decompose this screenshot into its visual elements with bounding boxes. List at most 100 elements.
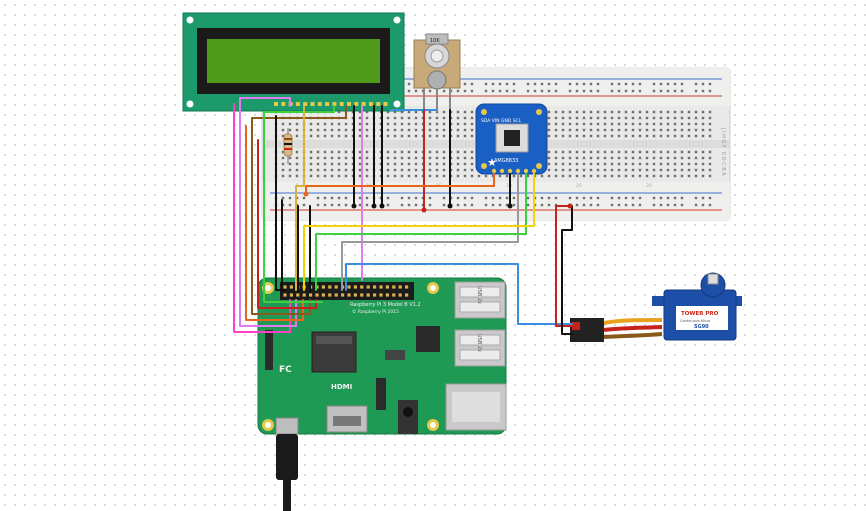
breadboard-hole bbox=[547, 128, 551, 132]
breadboard-hole bbox=[337, 128, 341, 132]
breadboard-hole bbox=[624, 82, 628, 86]
breadboard-hole bbox=[561, 168, 565, 172]
breadboard-hole bbox=[330, 122, 334, 126]
breadboard-hole bbox=[414, 128, 418, 132]
breadboard-hole bbox=[701, 82, 705, 86]
breadboard-hole bbox=[386, 134, 390, 138]
breadboard-hole bbox=[358, 128, 362, 132]
breadboard-hole bbox=[624, 156, 628, 160]
breadboard-hole bbox=[554, 162, 558, 166]
breadboard-hole bbox=[330, 196, 334, 200]
breadboard-hole bbox=[358, 196, 362, 200]
breadboard-hole bbox=[701, 150, 705, 154]
breadboard-hole bbox=[505, 196, 509, 200]
breadboard-hole bbox=[470, 128, 474, 132]
breadboard-hole bbox=[645, 168, 649, 172]
breadboard-hole bbox=[295, 162, 299, 166]
breadboard-hole bbox=[694, 162, 698, 166]
breadboard-hole bbox=[568, 174, 572, 178]
breadboard-hole bbox=[694, 150, 698, 154]
breadboard-hole bbox=[358, 174, 362, 178]
resistor bbox=[283, 128, 293, 164]
breadboard-hole bbox=[435, 156, 439, 160]
column-number: 25 bbox=[576, 183, 582, 189]
breadboard-hole bbox=[673, 156, 677, 160]
breadboard-hole bbox=[393, 110, 397, 114]
breadboard-hole bbox=[666, 82, 670, 86]
breadboard-hole bbox=[708, 89, 712, 93]
breadboard-hole bbox=[463, 196, 467, 200]
breadboard-hole bbox=[610, 122, 614, 126]
breadboard-hole bbox=[638, 82, 642, 86]
breadboard-hole bbox=[323, 134, 327, 138]
breadboard-hole bbox=[330, 128, 334, 132]
breadboard-hole bbox=[582, 128, 586, 132]
lcd-display bbox=[182, 12, 405, 112]
breadboard-hole bbox=[456, 196, 460, 200]
breadboard-hole bbox=[603, 122, 607, 126]
breadboard-hole bbox=[568, 162, 572, 166]
breadboard-hole bbox=[414, 174, 418, 178]
breadboard-hole bbox=[631, 82, 635, 86]
breadboard-hole bbox=[687, 128, 691, 132]
breadboard-hole bbox=[337, 156, 341, 160]
breadboard-hole bbox=[470, 122, 474, 126]
breadboard-hole bbox=[414, 150, 418, 154]
display-connector bbox=[265, 330, 273, 370]
breadboard-hole bbox=[673, 116, 677, 120]
breadboard-hole bbox=[407, 122, 411, 126]
gpio-pin bbox=[347, 285, 351, 289]
gpio-pin bbox=[341, 293, 345, 297]
breadboard-hole bbox=[540, 89, 544, 93]
breadboard-hole bbox=[673, 196, 677, 200]
breadboard-hole bbox=[582, 156, 586, 160]
breadboard-hole bbox=[407, 134, 411, 138]
breadboard-hole bbox=[316, 168, 320, 172]
breadboard-hole bbox=[337, 110, 341, 114]
breadboard-hole bbox=[309, 162, 313, 166]
breadboard-hole bbox=[358, 168, 362, 172]
breadboard-hole bbox=[596, 162, 600, 166]
breadboard-hole bbox=[512, 89, 516, 93]
breadboard-hole bbox=[624, 110, 628, 114]
breadboard-hole bbox=[428, 110, 432, 114]
breadboard-hole bbox=[680, 196, 684, 200]
breadboard-hole bbox=[288, 196, 292, 200]
breadboard-hole bbox=[407, 128, 411, 132]
breadboard-hole bbox=[547, 174, 551, 178]
breadboard-hole bbox=[554, 122, 558, 126]
breadboard-hole bbox=[330, 174, 334, 178]
breadboard-hole bbox=[659, 203, 663, 207]
breadboard-hole bbox=[400, 196, 404, 200]
breadboard-hole bbox=[365, 156, 369, 160]
breadboard-hole bbox=[344, 134, 348, 138]
breadboard-hole bbox=[309, 134, 313, 138]
breadboard-hole bbox=[358, 162, 362, 166]
breadboard-hole bbox=[428, 203, 432, 207]
breadboard-hole bbox=[575, 110, 579, 114]
breadboard-hole bbox=[624, 89, 628, 93]
breadboard-hole bbox=[694, 156, 698, 160]
gpio-pin bbox=[334, 285, 338, 289]
breadboard-hole bbox=[463, 162, 467, 166]
breadboard-hole bbox=[680, 122, 684, 126]
breadboard-hole bbox=[442, 203, 446, 207]
breadboard-hole bbox=[701, 89, 705, 93]
breadboard-hole bbox=[652, 110, 656, 114]
breadboard-hole bbox=[456, 128, 460, 132]
lcd-pin bbox=[332, 102, 337, 106]
breadboard-hole bbox=[470, 150, 474, 154]
breadboard-hole bbox=[694, 116, 698, 120]
breadboard-hole bbox=[316, 134, 320, 138]
breadboard-hole bbox=[393, 116, 397, 120]
breadboard-hole bbox=[575, 174, 579, 178]
breadboard-hole bbox=[617, 168, 621, 172]
breadboard-hole bbox=[554, 196, 558, 200]
breadboard-hole bbox=[638, 203, 642, 207]
breadboard-hole bbox=[659, 168, 663, 172]
breadboard-hole bbox=[442, 128, 446, 132]
breadboard-hole bbox=[463, 110, 467, 114]
breadboard-hole bbox=[400, 156, 404, 160]
breadboard-hole bbox=[708, 168, 712, 172]
breadboard-hole bbox=[302, 203, 306, 207]
